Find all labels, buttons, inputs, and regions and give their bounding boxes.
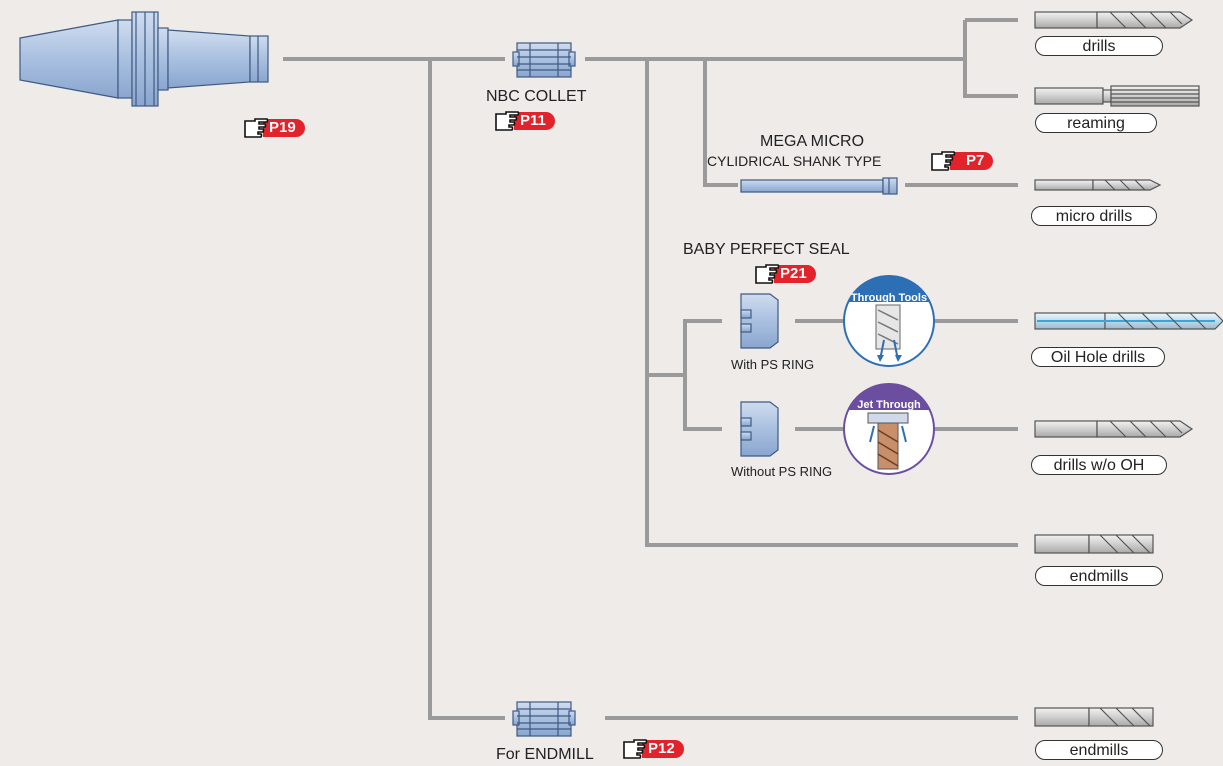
pointing-hand-icon — [930, 151, 956, 171]
endmill-tool-icon-2[interactable] — [1034, 707, 1154, 727]
connector-lines — [283, 18, 1018, 720]
baby-perfect-seal-label: BABY PERFECT SEAL — [683, 241, 850, 258]
pointing-hand-icon — [243, 118, 269, 138]
tool-pill-oil-hole-drills[interactable]: Oil Hole drills — [1031, 347, 1165, 367]
line-ps-branch — [683, 319, 722, 431]
pointing-hand-icon — [494, 111, 520, 131]
nbc-collet-label: NBC COLLET — [486, 88, 587, 105]
nbc-collet-icon[interactable] — [512, 42, 576, 78]
tool-pill-endmills[interactable]: endmills — [1035, 566, 1163, 586]
ref-p12-button[interactable]: P12 — [622, 738, 684, 760]
ref-p19-badge: P19 — [263, 119, 305, 137]
line-branch-reaming — [963, 20, 1018, 98]
endmill-tool-icon[interactable] — [1034, 534, 1154, 554]
ref-p11-badge: P11 — [514, 112, 555, 130]
tool-pill-drills[interactable]: drills — [1035, 36, 1163, 56]
jet-through-label: Jet Through — [857, 399, 921, 411]
without-ps-ring-label: Without PS RING — [731, 464, 833, 479]
ref-p21-button[interactable]: P21 — [754, 263, 816, 285]
jet-through-badge — [843, 383, 935, 475]
line-to-endmill-collet — [428, 59, 505, 720]
pointing-hand-icon — [622, 739, 648, 759]
tool-pill-drills-wo-oh[interactable]: drills w/o OH — [1031, 455, 1167, 475]
ref-p7-badge: P7 — [950, 152, 994, 170]
bt-holder-icon[interactable] — [19, 11, 269, 107]
mega-micro-shank-icon[interactable] — [740, 177, 898, 195]
oil-hole-drill-tool-icon[interactable] — [1034, 312, 1223, 330]
tool-pill-micro-drills[interactable]: micro drills — [1031, 206, 1157, 226]
ref-p19-button[interactable]: P19 — [243, 117, 305, 139]
tool-pill-reaming[interactable]: reaming — [1035, 113, 1157, 133]
tool-pill-endmills-2[interactable]: endmills — [1035, 740, 1163, 760]
endmill-collet-icon[interactable] — [512, 701, 576, 737]
line-to-endmills — [645, 59, 1018, 547]
micro-drill-tool-icon[interactable] — [1034, 179, 1162, 191]
ref-p11-button[interactable]: P11 — [494, 110, 555, 132]
cylindrical-shank-label: CYLIDRICAL SHANK TYPE — [707, 153, 882, 169]
pointing-hand-icon — [754, 264, 780, 284]
drill-wo-oh-tool-icon[interactable] — [1034, 420, 1194, 438]
for-endmill-label: For ENDMILL — [496, 746, 594, 763]
with-ps-ring-label: With PS RING — [731, 357, 815, 372]
through-tools-badge — [843, 275, 935, 367]
reamer-tool-icon[interactable] — [1034, 85, 1200, 107]
ref-p7-button[interactable]: P7 — [930, 150, 994, 172]
drill-tool-icon[interactable] — [1034, 11, 1194, 29]
no-ps-ring-holder-icon[interactable] — [740, 401, 779, 457]
ps-ring-holder-icon[interactable] — [740, 293, 779, 349]
ref-p21-badge: P21 — [774, 265, 816, 283]
ref-p12-badge: P12 — [642, 740, 684, 758]
through-tools-label: Through Tools — [851, 292, 927, 304]
line-to-mega-micro — [703, 59, 738, 187]
mega-micro-label: MEGA MICRO — [760, 133, 865, 150]
